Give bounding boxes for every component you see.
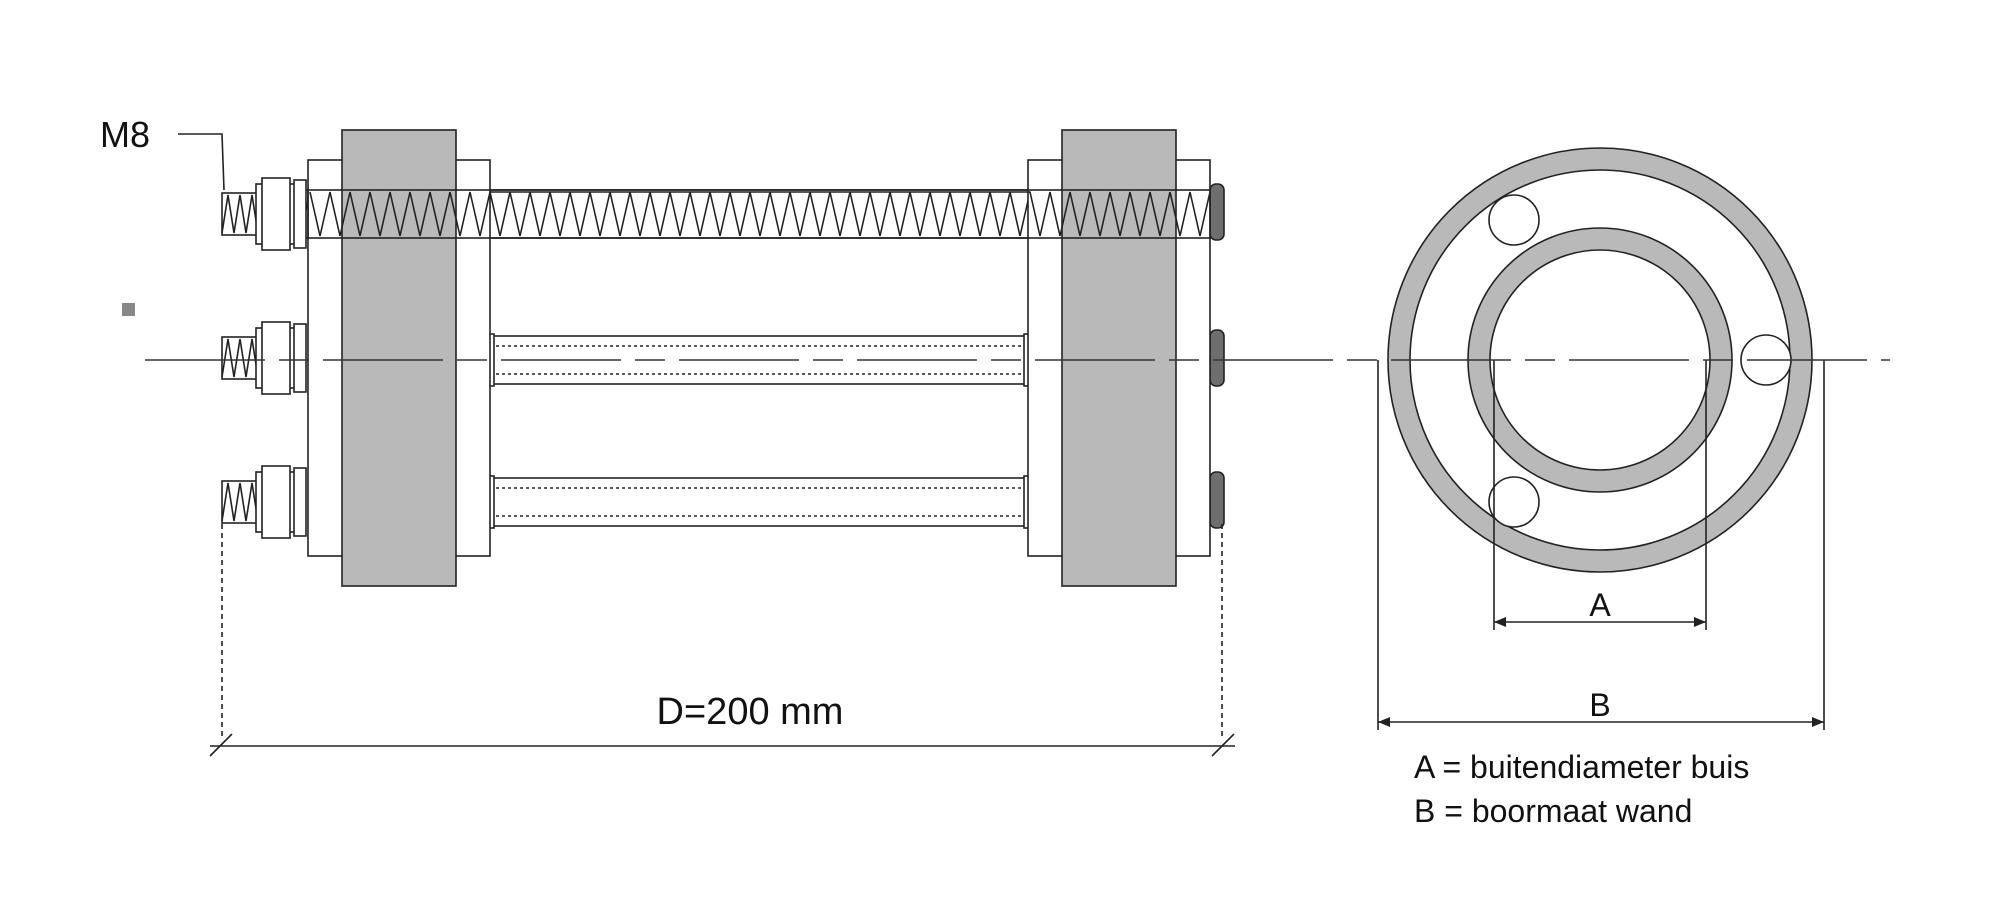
- dimension-a: A: [1493, 360, 1707, 630]
- legend-b: B = boormaat wand: [1414, 793, 1692, 829]
- front-view: A B A = buitendiameter buis B = boormaat…: [1377, 147, 1825, 829]
- bolt-hole: [1488, 476, 1540, 528]
- thread-size-label: M8: [100, 114, 150, 155]
- tube-rod-bottom: [221, 465, 1225, 539]
- legend-a: A = buitendiameter buis: [1414, 749, 1749, 785]
- side-view: M8 D=200 mm: [100, 114, 1235, 757]
- length-label: D=200 mm: [657, 691, 844, 733]
- flange-left: [307, 129, 491, 587]
- dimension-b: B: [1377, 360, 1825, 730]
- flange-right: [1027, 129, 1211, 587]
- dimension-b-label: B: [1589, 687, 1610, 723]
- bolt-hole: [1488, 194, 1540, 246]
- m8-leader-line: [178, 133, 225, 191]
- length-dimension: D=200 mm: [209, 524, 1235, 757]
- dimension-a-label: A: [1589, 587, 1611, 623]
- marker-square: [122, 303, 135, 316]
